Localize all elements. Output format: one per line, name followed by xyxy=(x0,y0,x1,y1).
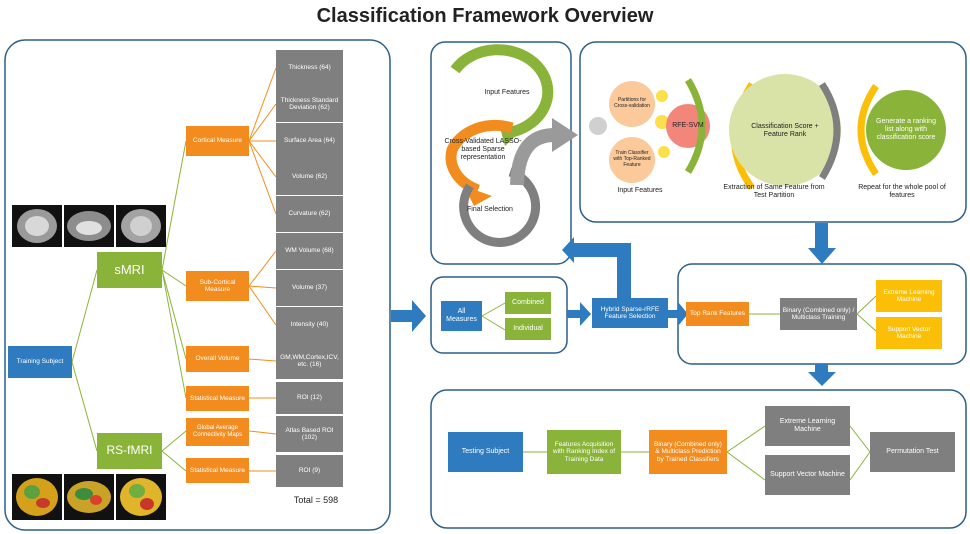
feature-label: Atlas Based ROI (102) xyxy=(285,426,334,441)
rfe-elements xyxy=(589,74,946,191)
smri-box xyxy=(97,252,162,288)
feature-label: Intensity (40) xyxy=(290,321,329,329)
lasso-input-features: Input Features xyxy=(484,88,530,96)
overall-volume-label: Overall Volume xyxy=(195,355,240,363)
feature-label: GM,WM,Cortex,ICV, etc. (16) xyxy=(280,353,339,368)
rfe-generate-ranking: Generate a ranking list along with class… xyxy=(876,118,936,141)
feature-label: Thickness Standard Deviation (62) xyxy=(280,96,339,111)
smri-brain-images xyxy=(12,205,166,247)
feature-label: Surface Area (64) xyxy=(284,137,335,145)
rfe-svm-label: RFE-SVM xyxy=(672,121,704,129)
measures-connector xyxy=(481,302,506,331)
all-measures-box xyxy=(441,301,482,331)
cortical-measure-label: Cortical Measure xyxy=(192,137,243,145)
svm-label: Support Vector Machine xyxy=(887,325,931,340)
training-connectors xyxy=(749,295,877,332)
overall-volume-box xyxy=(186,346,249,372)
combined-box xyxy=(505,292,551,314)
testing-subject-label: Testing Subject xyxy=(461,448,510,456)
rfe-partitions: Partitions for Cross-validation xyxy=(614,97,650,109)
feature-label: ROI (12) xyxy=(297,394,322,402)
features-acq-box xyxy=(547,430,621,474)
global-average-box xyxy=(186,418,249,446)
svm-box xyxy=(876,317,942,349)
feature-box-4 xyxy=(276,159,343,195)
subcortical-measure-label: Sub-Cortical Measure xyxy=(199,278,236,293)
feature-box-5 xyxy=(276,196,343,232)
feature-box-3 xyxy=(276,123,343,159)
rfe-train-classifier: Train Classifier with Top-Ranked Feature xyxy=(613,150,651,168)
feature-box-9 xyxy=(276,343,343,379)
individual-box xyxy=(505,318,551,340)
statistical-measure-box-1 xyxy=(186,386,249,411)
statistical-measure-box-2 xyxy=(186,458,249,483)
test-svm-label: Support Vector Machine xyxy=(770,471,845,479)
features-acq-label: Features Acquisition with Ranking Index … xyxy=(552,441,616,463)
feature-label: WM Volume (68) xyxy=(285,247,334,255)
top-rank-label: Top Rank Features xyxy=(690,310,745,318)
feature-box-12 xyxy=(276,455,343,487)
feature-box-2 xyxy=(276,86,343,122)
test-elm-label: Extreme Learning Machine xyxy=(779,418,836,433)
arrow-training-to-testing xyxy=(808,364,836,386)
feature-label: ROI (9) xyxy=(298,467,321,475)
permutation-box xyxy=(870,432,955,472)
global-average-label: Global Average Connectivity Maps xyxy=(192,425,243,438)
lasso-cycle-arrows xyxy=(445,44,578,247)
testing-connectors xyxy=(523,425,871,481)
binary-training-box xyxy=(780,298,857,330)
training-subject-box xyxy=(8,346,72,378)
subcortical-measure-box xyxy=(186,271,249,301)
binary-training-label: Binary (Combined only) / Multiclass Trai… xyxy=(782,306,855,321)
arrow-hybrid-to-training xyxy=(668,302,688,326)
elm-box xyxy=(876,280,942,312)
smri-label: sMRI xyxy=(114,261,145,277)
feature-label: Thickness (64) xyxy=(288,64,331,72)
lasso-final-selection: Final Selection xyxy=(467,205,513,213)
rsfmri-label: RS-fMRI xyxy=(106,443,153,458)
rsfmri-brain-images xyxy=(12,474,166,520)
feature-box-6 xyxy=(276,233,343,269)
total-label: Total = 598 xyxy=(293,494,339,505)
individual-label: Individual xyxy=(513,325,543,333)
feature-label: Volume (62) xyxy=(291,173,328,181)
feature-box-7 xyxy=(276,270,343,306)
feature-box-10 xyxy=(276,382,343,414)
top-rank-box xyxy=(686,302,749,326)
statistical-measure-label-2: Statistical Measure xyxy=(190,466,245,474)
rfe-input-features: Input Features xyxy=(617,186,663,194)
all-measures-label: All Measures xyxy=(446,308,477,323)
rsfmri-box xyxy=(97,433,162,469)
testing-subject-box xyxy=(448,432,523,472)
hybrid-label: Hybrid Sparse-rRFE Feature Selection xyxy=(600,305,660,320)
combined-label: Combined xyxy=(512,299,544,307)
elm-label: Extreme Learning Machine xyxy=(883,288,935,303)
cortical-measure-box xyxy=(186,126,249,156)
feature-box-11 xyxy=(276,416,343,452)
flow-arrows xyxy=(391,223,836,386)
binary-pred-box xyxy=(649,430,727,474)
test-svm-box xyxy=(765,455,850,495)
binary-pred-label: Binary (Combined only) & Multiclass Pred… xyxy=(654,441,722,463)
tree-connectors xyxy=(71,67,277,472)
hybrid-box xyxy=(592,298,668,328)
arrow-measures-to-hybrid xyxy=(567,302,591,326)
arrow-rfe-to-training xyxy=(808,223,836,264)
feature-label: Curvature (62) xyxy=(288,210,331,218)
statistical-measure-label-1: Statistical Measure xyxy=(190,394,245,402)
lasso-cv-label: Cross-Validated LASSO-based Sparse repre… xyxy=(444,137,522,162)
feature-label: Volume (37) xyxy=(291,284,328,292)
arrow-left-to-measures xyxy=(391,300,426,332)
diagram-title: Classification Framework Overview xyxy=(316,4,654,27)
feature-box-8 xyxy=(276,307,343,343)
permutation-label: Permutation Test xyxy=(886,448,939,456)
rfe-extraction: Extraction of Same Feature from Test Par… xyxy=(723,183,825,199)
arrow-hybrid-to-top xyxy=(562,237,631,298)
feature-box-1 xyxy=(276,50,343,86)
training-subject-label: Training Subject xyxy=(16,358,64,366)
rfe-classification-score: Classification Score + Feature Rank xyxy=(751,122,819,138)
test-elm-box xyxy=(765,406,850,446)
rfe-repeat: Repeat for the whole pool of features xyxy=(858,183,946,199)
